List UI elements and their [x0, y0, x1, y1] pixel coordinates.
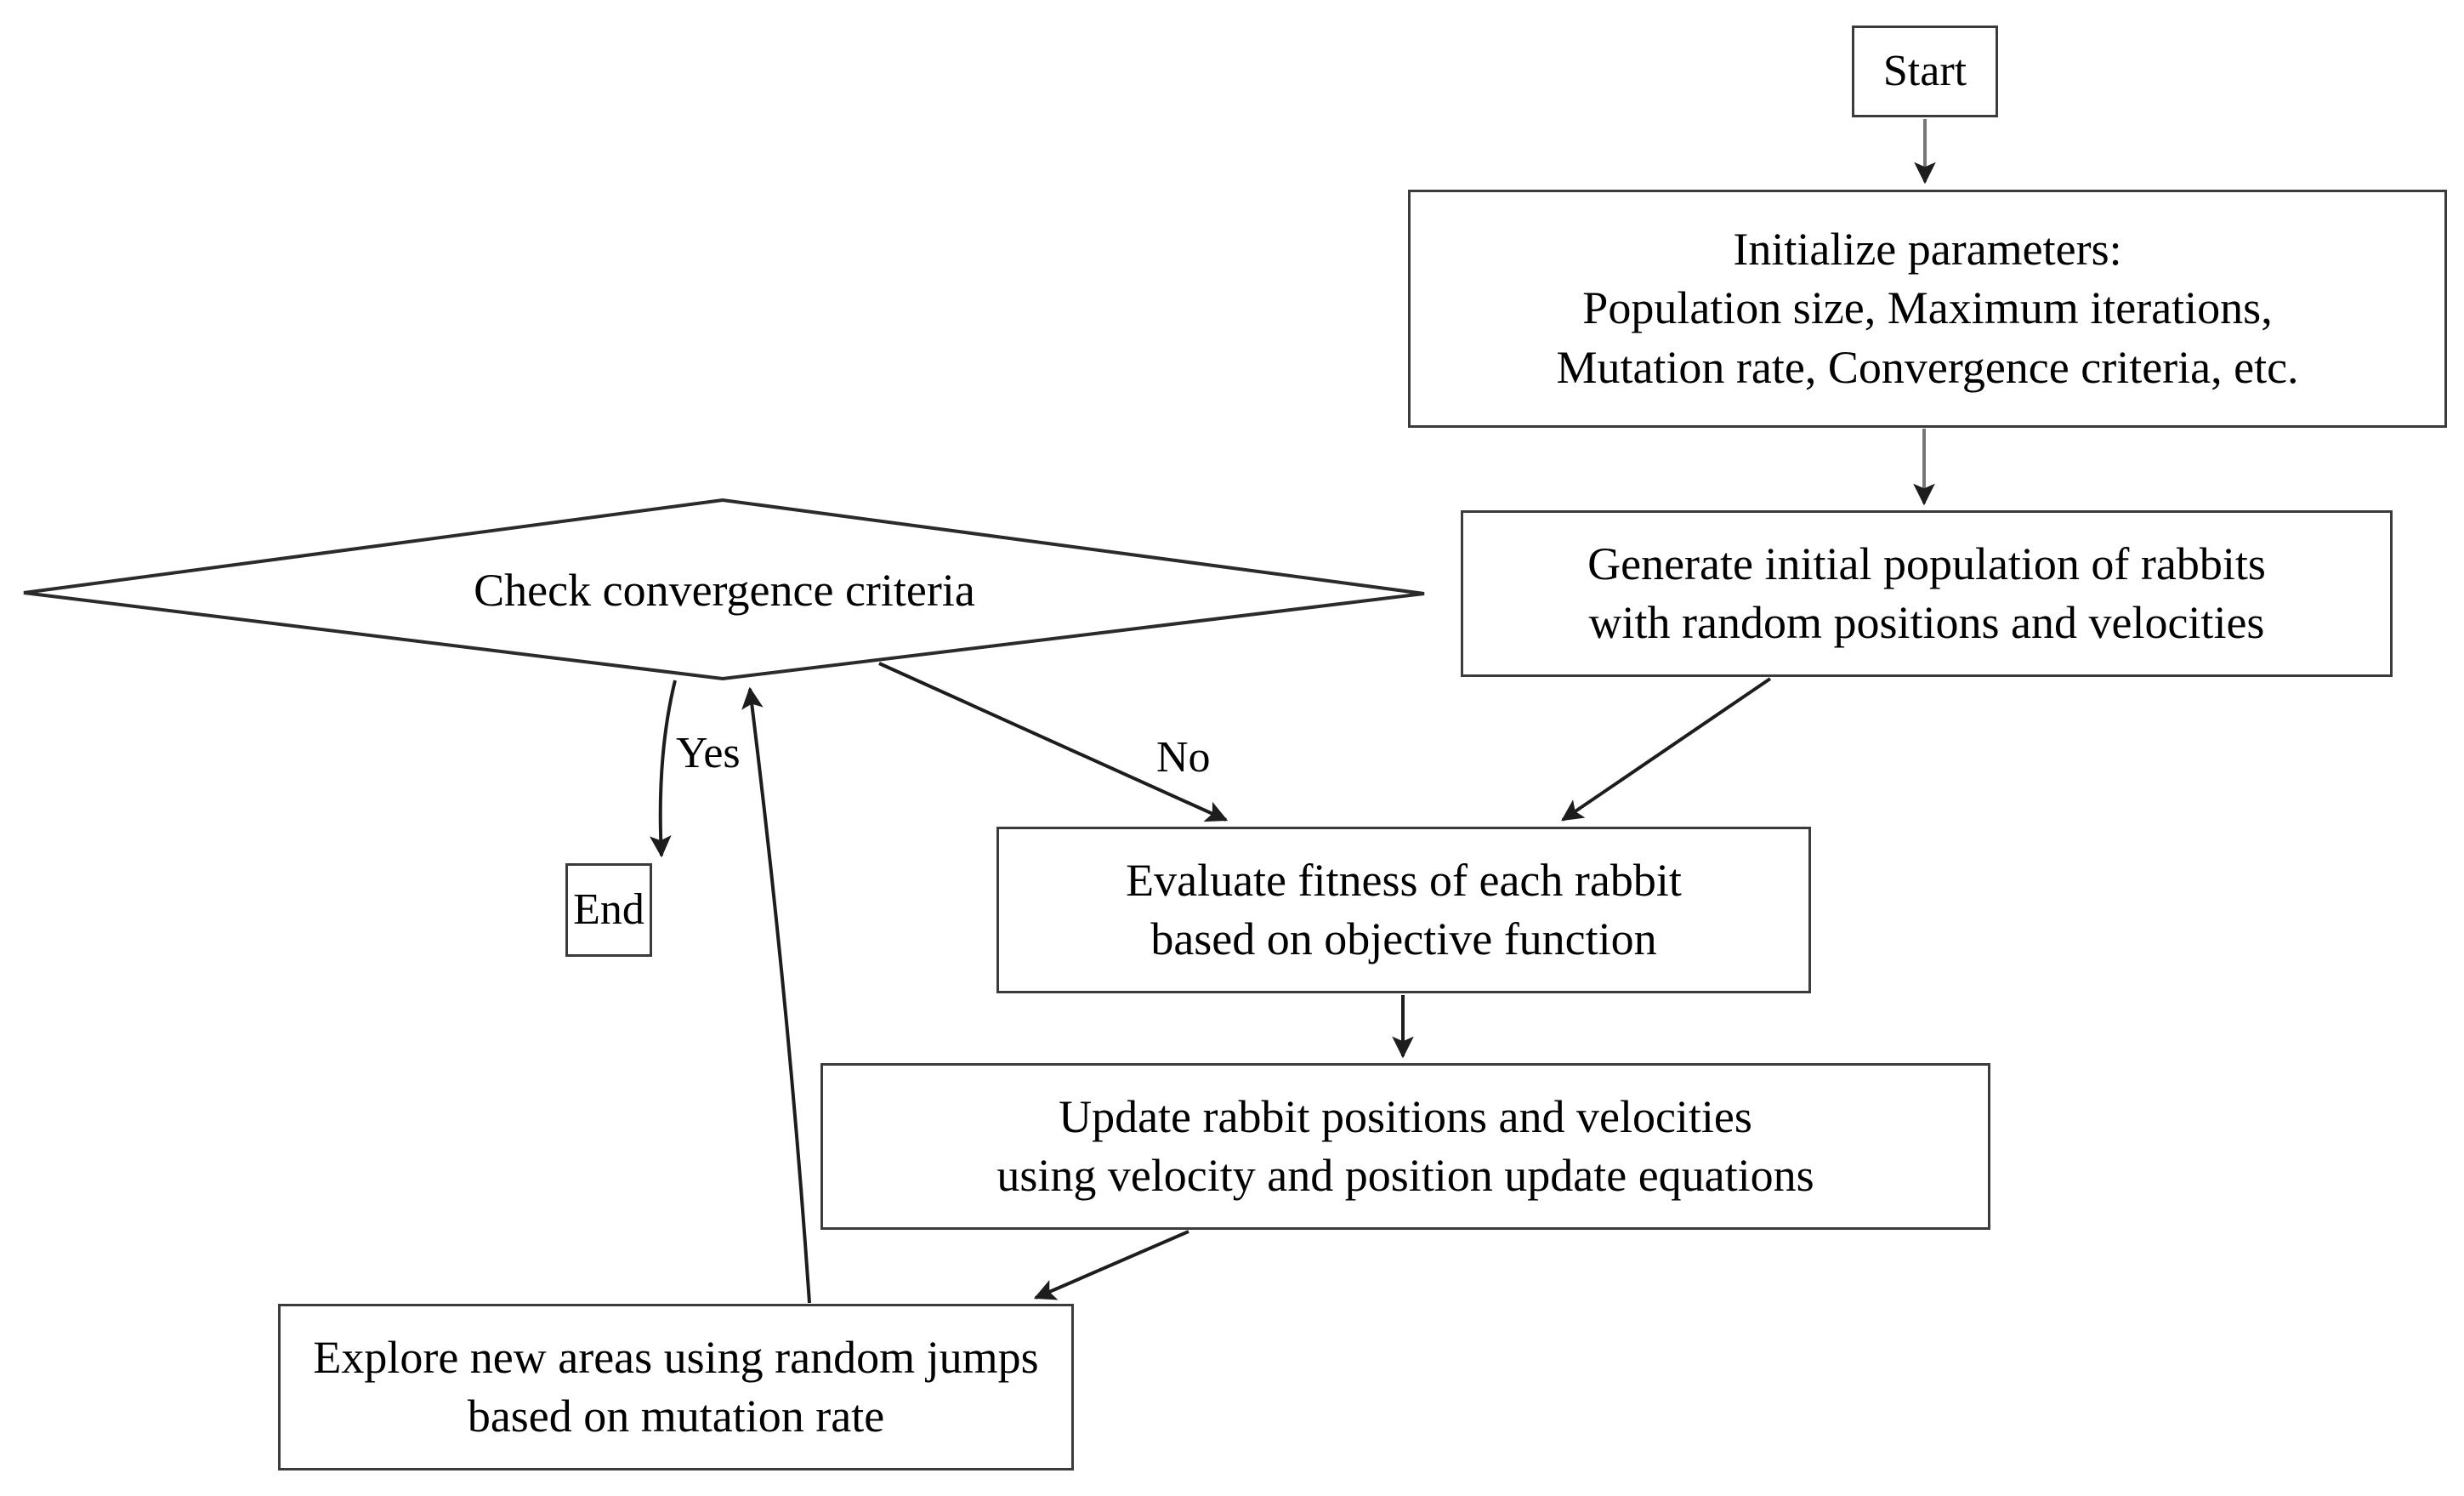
edge-label-yes: Yes [676, 729, 741, 777]
node-start[interactable]: Start [1852, 26, 1998, 117]
node-evaluate-fitness[interactable]: Evaluate fitness of each rabbit based on… [996, 827, 1811, 993]
node-explore-new-areas[interactable]: Explore new areas using random jumps bas… [278, 1304, 1074, 1470]
node-update-rabbit-positions[interactable]: Update rabbit positions and velocities u… [820, 1063, 1990, 1230]
edge-generate-to-evaluate [1561, 677, 1772, 822]
edge-label-no: No [1156, 733, 1211, 782]
edge-update-to-explore [1033, 1230, 1189, 1300]
node-initialize-parameters[interactable]: Initialize parameters: Population size, … [1408, 190, 2447, 428]
edge-explore-to-check [741, 686, 811, 1304]
node-end[interactable]: End [565, 863, 652, 957]
node-generate-initial-population[interactable]: Generate initial population of rabbits w… [1461, 510, 2393, 677]
check-convergence-label: Check convergence criteria [474, 565, 975, 616]
edge-check-yes-to-end [649, 680, 677, 858]
node-check-convergence-criteria[interactable]: Check convergence criteria [24, 500, 1425, 680]
